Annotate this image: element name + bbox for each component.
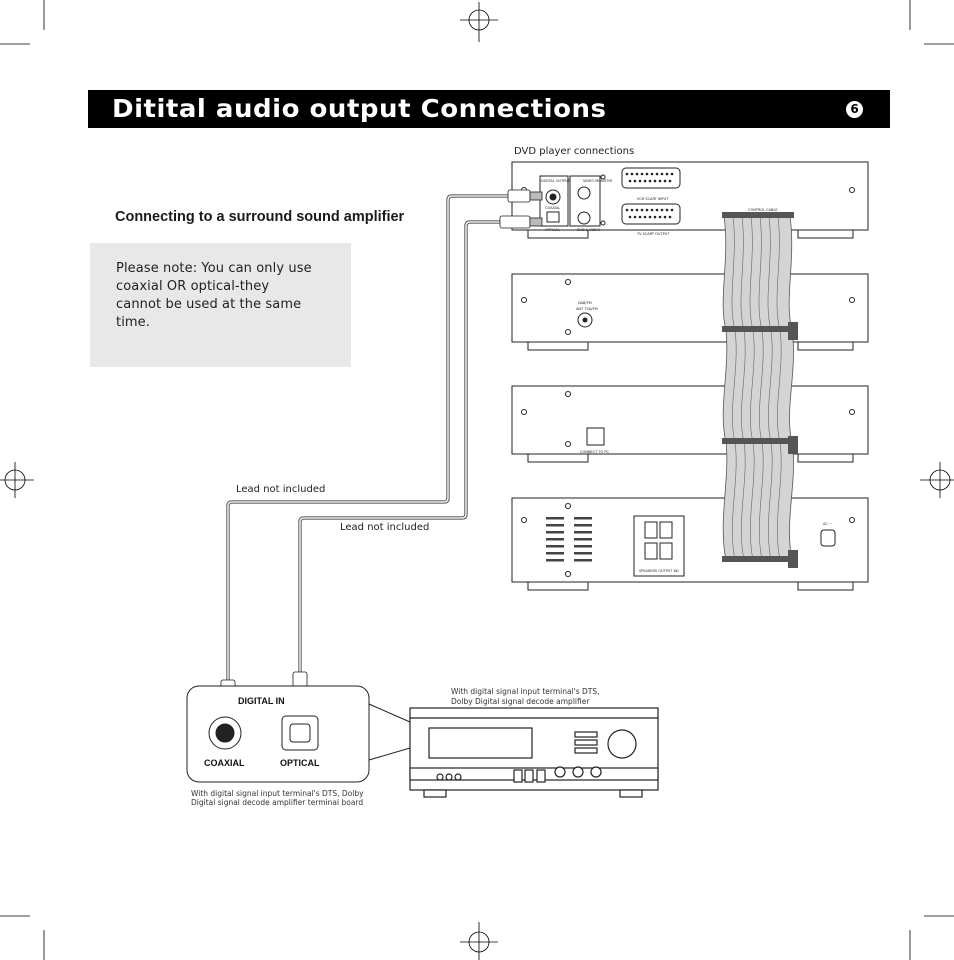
coaxial-lead	[226, 194, 511, 690]
ribbon-connectors	[722, 212, 798, 568]
callout-lines	[368, 703, 411, 761]
dvd-optical-label: OPTICAL	[545, 228, 560, 232]
dvd-video-monitor-label: VIDEO MONITOR	[583, 179, 612, 183]
amplifier-caption-line2: Dolby Digital signal decode amplifier	[451, 697, 590, 706]
tv-scart-label: TV SCART OUTPUT	[637, 232, 670, 236]
dvd-svideo-label: DVD S-VIDEO	[577, 228, 601, 232]
section-heading: Connecting to a surround sound amplifier	[115, 209, 405, 225]
terminal-board-caption-line1: With digital signal input terminal's DTS…	[191, 789, 364, 798]
page-title: Ditital audio output Connections	[112, 94, 607, 123]
optical-lead-inner	[299, 221, 505, 690]
tuner-unit	[511, 273, 869, 351]
terminal-board	[186, 685, 370, 783]
optical-lead	[298, 220, 505, 690]
header-bar	[88, 90, 890, 128]
connector-label: CONNECT TO PC	[580, 450, 609, 454]
amplifier-front	[409, 707, 659, 798]
coaxial-terminal-label: COAXIAL	[204, 758, 245, 768]
lead-plugs	[220, 189, 543, 717]
terminal-board-caption-line2: Digital signal decode amplifier terminal…	[191, 798, 364, 807]
lead-caption-optical: Lead not included	[340, 522, 430, 533]
digital-in-label: DIGITAL IN	[238, 696, 285, 706]
dvd-player-unit	[511, 161, 869, 239]
ac-input-label: AC ~	[823, 522, 832, 526]
control-cable-label: CONTROL CABLE	[748, 208, 778, 212]
lead-caption-coaxial: Lead not included	[236, 484, 326, 495]
unit-three	[511, 385, 869, 463]
antenna-sub-label: ANT 75Ω/FM	[576, 307, 598, 311]
optical-terminal-label: OPTICAL	[280, 758, 320, 768]
speakers-output-label: SPEAKERS OUTPUT 8Ω	[639, 569, 679, 573]
note-box	[90, 243, 351, 367]
control-ribbon-cable	[722, 215, 794, 561]
vent-slots	[546, 517, 592, 562]
ribbon-lines	[731, 215, 782, 561]
amplifier-unit	[511, 497, 869, 591]
coaxial-lead-inner	[227, 195, 511, 690]
dvd-caption: DVD player connections	[514, 146, 635, 157]
antenna-label: DAB/FM	[578, 301, 592, 305]
dvd-coaxial-label: COAXIAL	[545, 206, 561, 210]
page-number: 6	[846, 101, 863, 118]
note-text: Please note: You can only use coaxial OR…	[116, 261, 312, 330]
vcr-scart-label: VCR SCART INPUT	[637, 197, 669, 201]
dvd-digital-output-label: DIGITAL OUTPUT	[541, 179, 571, 183]
amplifier-caption-line1: With digital signal input terminal's DTS…	[451, 687, 600, 696]
scart-pins	[625, 172, 674, 219]
